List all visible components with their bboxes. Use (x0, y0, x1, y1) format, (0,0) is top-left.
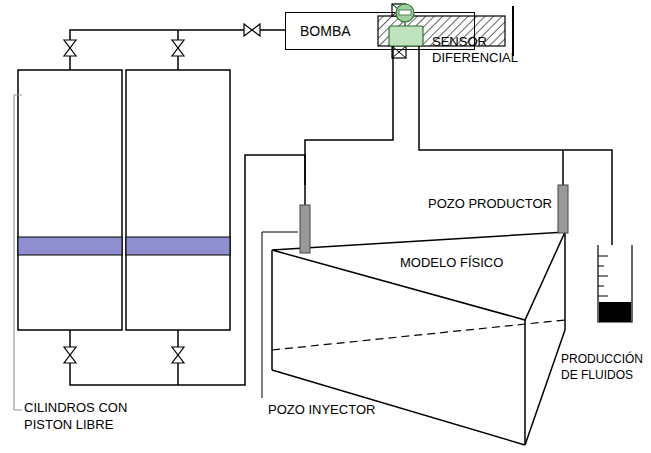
scale-ticks (598, 256, 608, 296)
cylinders (18, 70, 230, 330)
pipe-lines (70, 30, 612, 385)
sensor-port (418, 46, 420, 72)
pump-wall (512, 6, 514, 56)
cylinder (126, 70, 230, 330)
pipe (70, 30, 285, 70)
connector-line (305, 72, 393, 185)
model-top-face (272, 232, 565, 320)
sensor-port (392, 46, 394, 72)
free-piston (126, 237, 230, 255)
tick (598, 256, 608, 257)
part-label: CILINDROS CON PISTON LIBRE (24, 400, 144, 434)
part-label: PRODUCCIÓN DE FLUIDOS (561, 352, 647, 383)
valve (64, 48, 76, 56)
valves (64, 24, 260, 363)
model-edge (564, 232, 566, 330)
tick (598, 276, 608, 277)
graduated-cylinder (598, 245, 632, 322)
part-label: POZO INYECTOR (268, 402, 375, 419)
pump-seal (392, 46, 406, 58)
tick (598, 286, 604, 287)
sensor-body (389, 26, 423, 46)
model-edge (524, 320, 526, 445)
pump-seal (392, 46, 406, 58)
connector-line (419, 72, 563, 185)
valve (64, 355, 76, 363)
valve (244, 24, 252, 36)
valve (172, 347, 184, 355)
pipe (304, 185, 306, 205)
fluid-level (272, 320, 565, 350)
sensor-block: SENSOR DIFERENCIAL (385, 2, 545, 72)
node-label: MODELO FÍSICO (400, 255, 503, 271)
tick (598, 296, 608, 297)
tick (598, 266, 604, 267)
producer-well (558, 185, 568, 233)
model-edge (271, 250, 273, 370)
valve (172, 48, 184, 56)
cylinder (18, 70, 122, 330)
valve (172, 355, 184, 363)
valve (64, 347, 76, 355)
node-label: SENSOR DIFERENCIAL (432, 34, 532, 67)
valve (64, 40, 76, 48)
node-label: BOMBA (300, 23, 351, 41)
valve (252, 24, 260, 36)
produced-fluid (599, 302, 631, 322)
sensor-gauge (396, 4, 414, 22)
graduated-cylinder (598, 245, 632, 322)
part-label: POZO PRODUCTOR (428, 196, 552, 213)
sensor-display (399, 10, 411, 15)
pump-seal (392, 46, 406, 58)
model-edge (525, 330, 565, 445)
free-piston (18, 237, 122, 255)
valve (172, 40, 184, 48)
leader-line (14, 95, 22, 410)
injector-well (300, 205, 310, 253)
